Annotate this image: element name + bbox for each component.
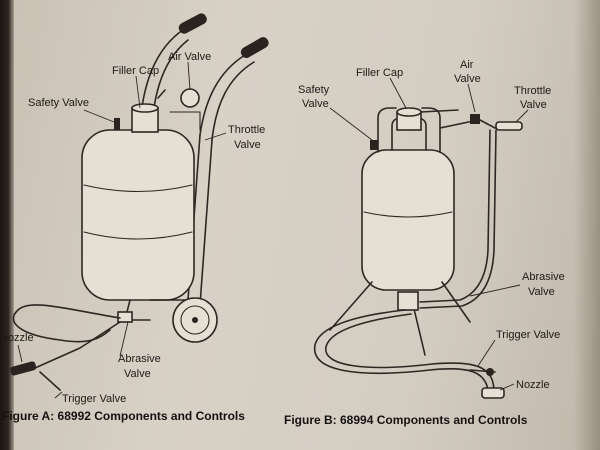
figure-a-left-grip: [178, 13, 207, 34]
figure-a-callout-filler-cap: Filler Cap: [112, 65, 159, 77]
figure-b-callout-nozzle: Nozzle: [516, 379, 550, 391]
figure-b-callout-safety-line2: Valve: [302, 98, 329, 110]
figure-a-callout-air-valve: Air Valve: [168, 51, 211, 63]
figure-a-right-grip: [240, 37, 269, 59]
figure-a-tank: [81, 129, 195, 301]
figure-a-callout-throttle-line2: Valve: [234, 139, 261, 151]
figure-b-hose: [314, 309, 489, 391]
figure-a-hose: [12, 304, 121, 343]
figure-a-callout-abrasive-line1: Abrasive: [118, 353, 161, 365]
figure-b-callout-trigger-valve: Trigger Valve: [496, 329, 560, 341]
figure-b-callout-safety-line1: Safety: [298, 84, 330, 96]
figure-b-callout-throttle-line2: Valve: [520, 99, 547, 111]
figure-a-callout-trigger-valve: Trigger Valve: [62, 393, 126, 405]
figure-a-callout-safety-valve: Safety Valve: [28, 97, 89, 109]
figure-b-callout-air-line1: Air: [460, 59, 474, 71]
figure-b-nozzle: [481, 387, 505, 399]
figure-b-illustration: [314, 107, 523, 399]
figure-b-callout-throttle-line1: Throttle: [514, 85, 551, 97]
figure-a-air-valve-gauge: [180, 88, 200, 108]
figure-b-callout-air-line2: Valve: [454, 73, 481, 85]
binding-edge: [0, 0, 14, 450]
figure-b-callout-abrasive-line2: Valve: [528, 286, 555, 298]
figure-b-callout-filler-cap: Filler Cap: [356, 67, 403, 79]
figure-b-caption: Figure B: 68994 Components and Controls: [284, 413, 528, 427]
figure-a-callout-nozzle: Nozzle: [0, 332, 34, 344]
figure-b-throttle-valve: [495, 121, 523, 131]
figure-a-callout-abrasive-line2: Valve: [124, 368, 151, 380]
figure-b-air-valve: [470, 114, 480, 124]
page-fold-shadow: [574, 0, 600, 450]
figure-a-callout-throttle-line1: Throttle: [228, 124, 265, 136]
figure-b-tank: [361, 149, 455, 291]
figure-a-nozzle: [10, 361, 37, 376]
figure-a-safety-valve: [114, 118, 120, 130]
figure-a-caption: Figure A: 68992 Components and Controls: [2, 409, 245, 423]
figure-a-illustration: [10, 13, 269, 391]
figure-b-callout-abrasive-line1: Abrasive: [522, 271, 565, 283]
figure-b-safety-valve: [370, 140, 378, 150]
